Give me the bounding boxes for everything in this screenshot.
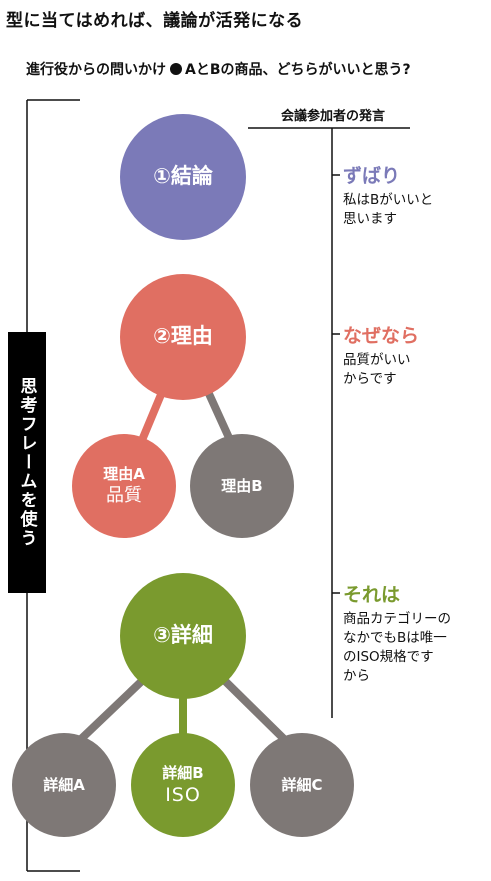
detail-a-label: 詳細A <box>43 776 85 794</box>
branch-detail-c <box>219 675 288 743</box>
detail-b-value: ISO <box>165 783 201 806</box>
reason-a-label: 理由A <box>103 465 145 484</box>
reason-a-value: 品質 <box>106 485 142 507</box>
conclusion-label: ①結論 <box>153 164 213 189</box>
reason-b-circle: 理由B <box>190 434 294 538</box>
branch-detail-a <box>77 675 148 743</box>
response-text-reason: 品質がいい からです <box>343 352 411 387</box>
question-text: AとBの商品、どちらがいいと思う? <box>185 62 411 78</box>
question-line: 進行役からの問いかけ AとBの商品、どちらがいいと思う? <box>26 59 411 79</box>
page-title: 型に当てはめれば、議論が活発になる <box>6 11 304 31</box>
detail-circle: ③詳細 <box>120 573 246 699</box>
reason-a-circle: 理由A 品質 <box>72 434 176 538</box>
response-text-conclusion: 私はBがいいと 思います <box>343 192 434 227</box>
detail-c-label: 詳細C <box>281 776 323 794</box>
participant-header: 会議参加者の発言 <box>280 109 385 124</box>
question-prefix: 進行役からの問いかけ <box>26 62 166 78</box>
detail-c-circle: 詳細C <box>250 733 354 837</box>
response-keyword-reason: なぜなら <box>343 325 420 347</box>
reason-label: ②理由 <box>153 324 213 349</box>
reason-b-label: 理由B <box>221 477 263 495</box>
reason-circle: ②理由 <box>120 274 246 400</box>
response-keyword-conclusion: ずばり <box>343 165 401 187</box>
response-text-detail: 商品カテゴリーの なかでもBは唯一 のISO規格です から <box>343 611 451 684</box>
detail-b-circle: 詳細B ISO <box>131 733 235 837</box>
detail-b-label: 詳細B <box>162 763 204 782</box>
detail-label: ③詳細 <box>153 623 213 648</box>
frame-label: 思考フレームを使う <box>8 332 46 593</box>
bullet-dot-icon <box>170 63 182 75</box>
response-keyword-detail: それは <box>343 584 401 606</box>
conclusion-circle: ①結論 <box>120 114 246 240</box>
detail-a-circle: 詳細A <box>12 733 116 837</box>
